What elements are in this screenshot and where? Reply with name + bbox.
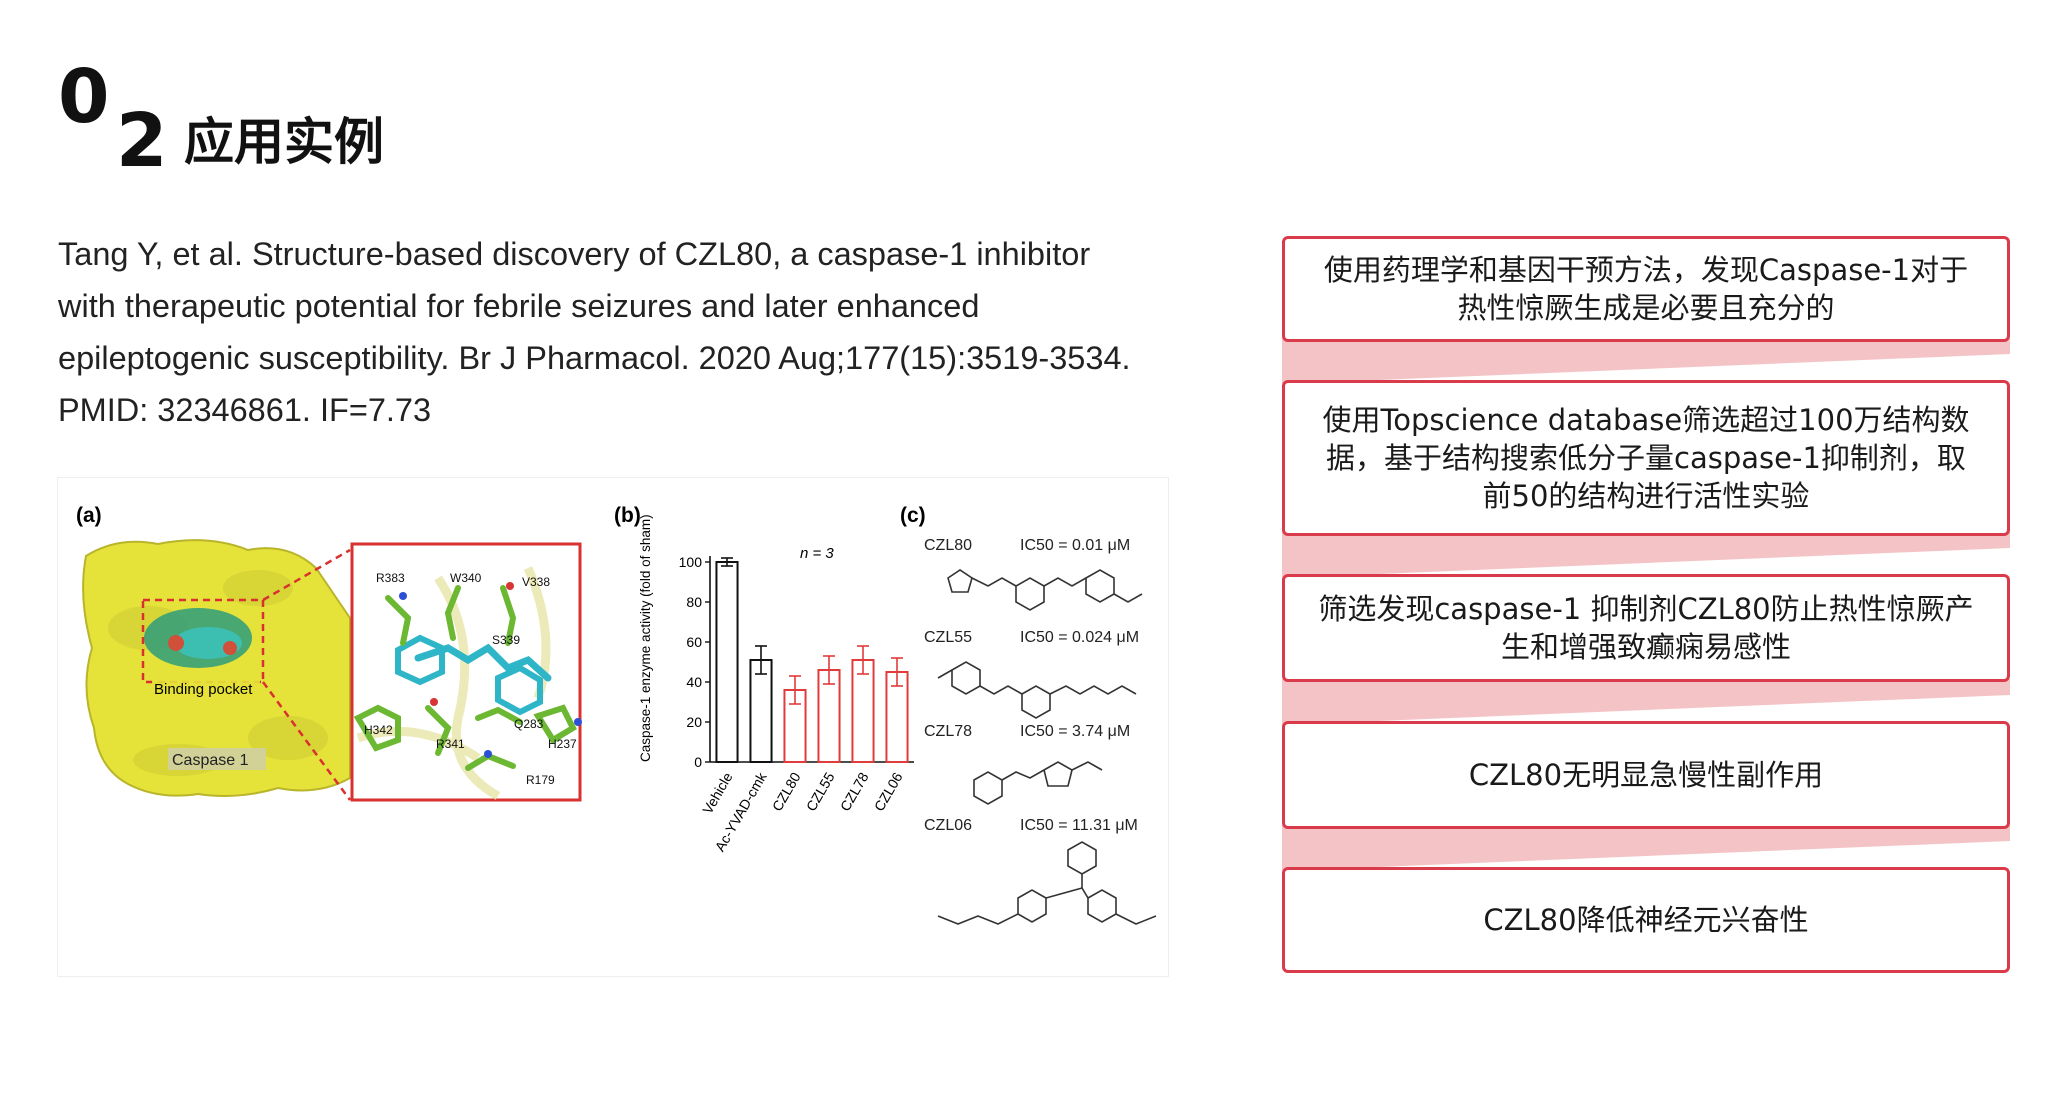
residue-label: R341 [436, 737, 465, 751]
compound-ic50: IC50 = 3.74 μM [1020, 723, 1130, 740]
y-tick-label: 40 [686, 674, 702, 690]
citation-line: with therapeutic potential for febrile s… [58, 288, 980, 324]
residue-label: H237 [548, 737, 577, 751]
residue-label: H342 [364, 723, 393, 737]
flow-step-line: 生和增强致癫痫易感性 [1500, 630, 1791, 664]
residue-label: S339 [492, 633, 520, 647]
bar [749, 659, 773, 763]
residue-label: R179 [526, 773, 555, 787]
compound-name: CZL78 [924, 723, 972, 740]
compound-ic50: IC50 = 11.31 μM [1020, 817, 1138, 834]
section-number-second: 2 [116, 98, 168, 184]
compound-name: CZL55 [924, 629, 972, 646]
y-tick-label: 80 [686, 594, 702, 610]
x-tick-label: CZL55 [803, 769, 838, 814]
bar [715, 561, 739, 763]
panel-c-label: (c) [900, 504, 926, 527]
chemical-structures [937, 569, 1157, 925]
citation-line: PMID: 32346861. IF=7.73 [58, 392, 432, 428]
flow-step-1: 使用药理学和基因干预方法，发现Caspase-1对于 热性惊厥生成是必要且充分的 [1282, 236, 2010, 342]
citation-text: Tang Y, et al. Structure-based discovery… [58, 228, 1238, 436]
residue-label: Q283 [514, 717, 544, 731]
compound-ic50: IC50 = 0.024 μM [1020, 629, 1139, 646]
panel-a-label: (a) [76, 504, 102, 527]
flow-step-3: 筛选发现caspase-1 抑制剂CZL80防止热性惊厥产 生和增强致癫痫易感性 [1282, 574, 2010, 682]
flow-connector [1282, 825, 2010, 871]
binding-pocket-label: Binding pocket [154, 681, 253, 698]
flow-step-line: CZL80无明显急慢性副作用 [1468, 758, 1824, 792]
citation-line: Tang Y, et al. Structure-based discovery… [58, 236, 1091, 272]
sample-size-label: n = 3 [800, 545, 834, 562]
x-tick-label: Vehicle [699, 769, 736, 816]
flow-step-line: 热性惊厥生成是必要且充分的 [1457, 291, 1835, 325]
flow-step-line: CZL80降低神经元兴奋性 [1483, 903, 1809, 937]
residue-label: W340 [450, 571, 482, 585]
flow-step-line: 据，基于结构搜索低分子量caspase-1抑制剂，取 [1326, 441, 1966, 475]
compound-name: CZL06 [924, 817, 972, 834]
x-tick-label: CZL78 [837, 769, 872, 814]
findings-flow: 使用药理学和基因干预方法，发现Caspase-1对于 热性惊厥生成是必要且充分的… [1282, 236, 2010, 976]
flow-step-2: 使用Topscience database筛选超过100万结构数 据，基于结构搜… [1282, 380, 2010, 536]
panel-b-label: (b) [614, 504, 641, 527]
flow-step-5: CZL80降低神经元兴奋性 [1282, 867, 2010, 973]
flow-step-line: 筛选发现caspase-1 抑制剂CZL80防止热性惊厥产 [1318, 592, 1974, 626]
y-tick-label: 0 [694, 754, 702, 770]
bar [851, 659, 875, 763]
y-tick-label: 60 [686, 634, 702, 650]
x-tick-label: CZL06 [871, 769, 906, 814]
flow-step-line: 使用Topscience database筛选超过100万结构数 [1322, 403, 1970, 437]
flow-connectors [1282, 338, 2010, 871]
figure-panel: (a) Binding pocket Caspase 1 [58, 478, 1168, 976]
section-title: 应用实例 [184, 113, 384, 171]
residue-label: R383 [376, 571, 405, 585]
caspase-label: Caspase 1 [172, 752, 249, 769]
x-tick-label: CZL80 [769, 769, 804, 814]
section-number-first: 0 [58, 54, 110, 140]
flow-connector [1282, 679, 2010, 725]
y-tick-label: 100 [679, 554, 703, 570]
y-axis-label: Caspase-1 enzyme activity (fold of sham) [638, 514, 653, 762]
flow-step-line: 前50的结构进行活性实验 [1482, 479, 1810, 513]
flow-connector [1282, 338, 2010, 384]
compound-ic50: IC50 = 0.01 μM [1020, 537, 1130, 554]
compound-name: CZL80 [924, 537, 972, 554]
ligand-sticks [353, 582, 582, 771]
residue-label: V338 [522, 575, 550, 589]
citation-line: epileptogenic susceptibility. Br J Pharm… [58, 340, 1131, 376]
flow-step-4: CZL80无明显急慢性副作用 [1282, 721, 2010, 829]
y-tick-label: 20 [686, 714, 702, 730]
flow-step-line: 使用药理学和基因干预方法，发现Caspase-1对于 [1323, 253, 1969, 287]
flow-connector [1282, 532, 2010, 578]
